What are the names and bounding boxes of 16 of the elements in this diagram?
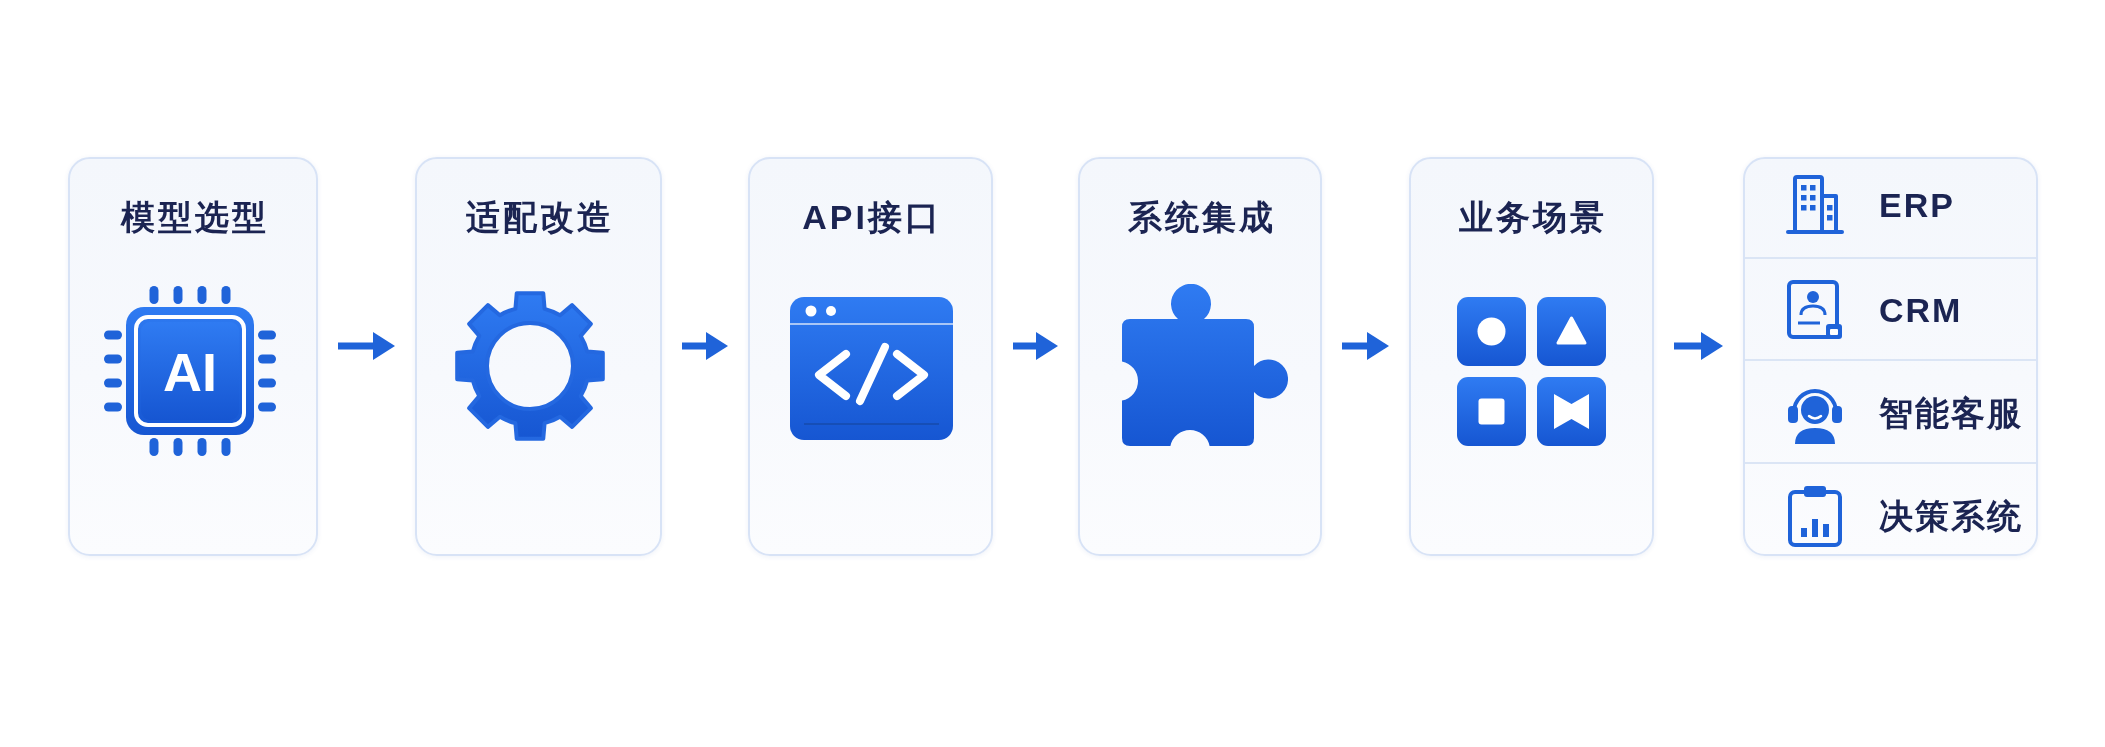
- card-title: 适配改造: [465, 197, 614, 237]
- card-title: 业务场景: [1458, 197, 1607, 237]
- card-title: 系统集成: [1126, 197, 1276, 237]
- step-card: [748, 157, 993, 556]
- row-label: 智能客服: [1879, 393, 2023, 433]
- card-title: 模型选型: [119, 197, 269, 237]
- step-card: [1409, 157, 1654, 556]
- row-label: ERP: [1879, 185, 1955, 225]
- step-card: [68, 157, 318, 556]
- row-label: 决策系统: [1879, 496, 2023, 536]
- chip-label: AI: [163, 344, 217, 400]
- step-card: [1078, 157, 1322, 556]
- card-title: API接口: [801, 197, 942, 237]
- list-panel: [1743, 157, 2038, 556]
- step-card: [415, 157, 662, 556]
- row-label: CRM: [1879, 290, 1963, 330]
